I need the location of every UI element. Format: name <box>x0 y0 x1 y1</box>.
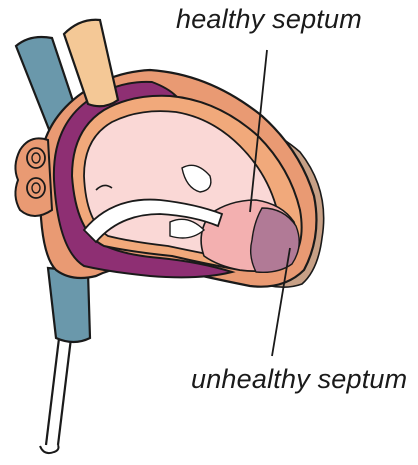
left-lobes <box>15 138 52 216</box>
healthy-septum-label: healthy septum <box>176 6 362 33</box>
catheter-wire <box>40 330 72 453</box>
unhealthy-septum-label: unhealthy septum <box>191 366 407 393</box>
upper-tan-vessel <box>64 20 118 106</box>
lower-blue-vessel <box>48 268 90 342</box>
